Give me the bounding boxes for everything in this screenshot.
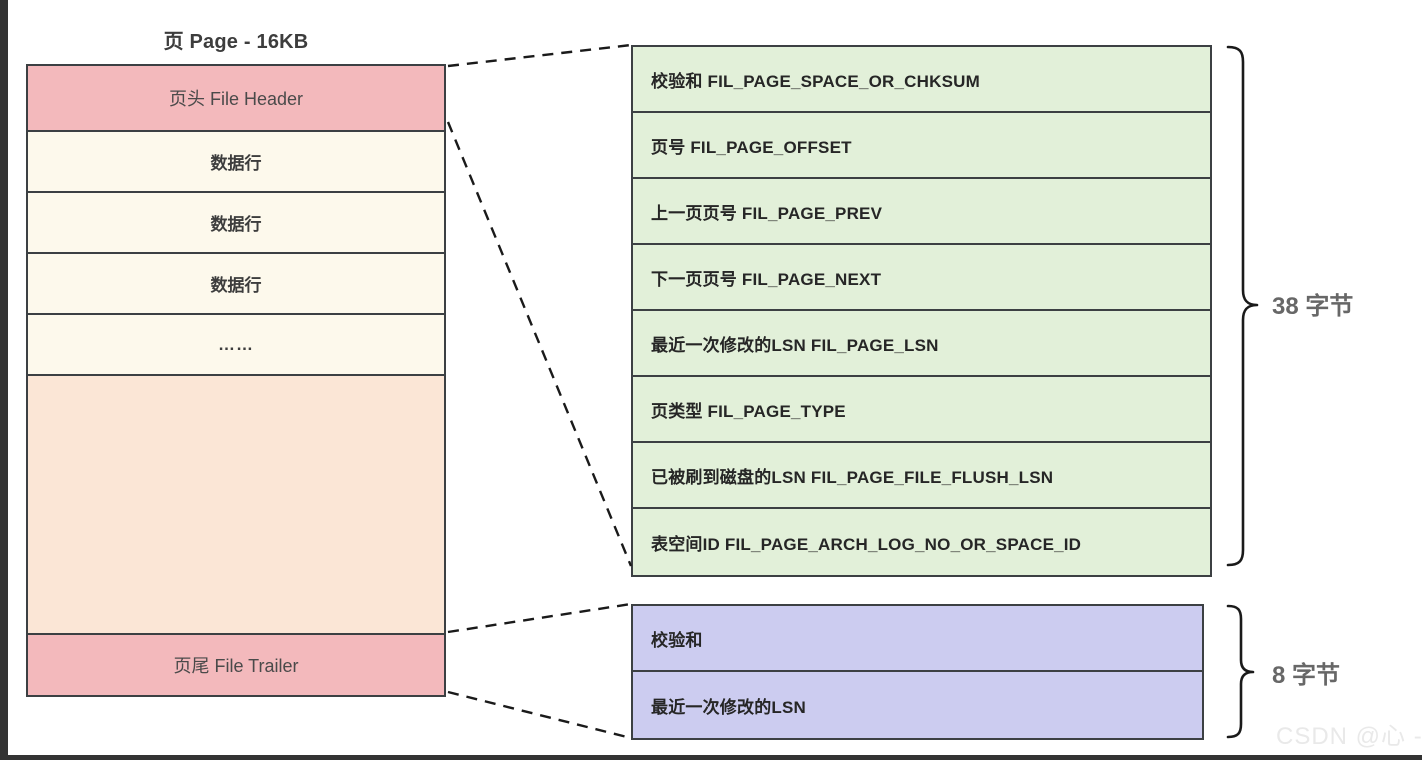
field-fil-page-prev[interactable]: 上一页页号 FIL_PAGE_PREV [633,179,1210,245]
brace-8-bytes [1226,604,1255,739]
page-title: 页 Page - 16KB [163,31,309,53]
page-cell-data-row-2[interactable]: 数据行 [28,193,444,254]
file-header-field-list: 校验和 FIL_PAGE_SPACE_OR_CHKSUM 页号 FIL_PAGE… [631,45,1212,577]
page-cell-label: 数据行 [210,154,262,173]
field-label: 表空间ID FIL_PAGE_ARCH_LOG_NO_OR_SPACE_ID [651,534,1082,554]
field-label: 页类型 FIL_PAGE_TYPE [651,401,846,421]
size-label-file-header: 38 字节 [1272,293,1354,320]
page-structure-stack: 页头 File Header 数据行 数据行 数据行 …… 页尾 File Tr… [26,64,446,697]
field-fil-page-next[interactable]: 下一页页号 FIL_PAGE_NEXT [633,245,1210,311]
page-cell-label: 页头 File Header [168,89,304,109]
csdn-watermark: CSDN @心 - [1276,723,1422,750]
field-label: 最近一次修改的LSN FIL_PAGE_LSN [651,335,939,355]
page-cell-file-header[interactable]: 页头 File Header [28,66,444,132]
page-cell-data-row-1[interactable]: 数据行 [28,132,444,193]
frame-edge-left [0,0,8,760]
page-cell-free-space[interactable] [28,376,444,635]
file-trailer-field-list: 校验和 最近一次修改的LSN [631,604,1204,740]
frame-edge-bottom [0,755,1422,760]
leader-line-trailer-top [447,602,632,634]
page-cell-label: 数据行 [210,276,262,295]
field-label: 上一页页号 FIL_PAGE_PREV [651,203,883,223]
page-cell-data-row-ellipsis[interactable]: …… [28,315,444,376]
field-trailer-checksum[interactable]: 校验和 [633,606,1202,672]
field-label: 页号 FIL_PAGE_OFFSET [651,137,852,157]
field-fil-page-file-flush-lsn[interactable]: 已被刷到磁盘的LSN FIL_PAGE_FILE_FLUSH_LSN [633,443,1210,509]
page-cell-label: 数据行 [210,215,262,234]
size-label-file-trailer: 8 字节 [1272,662,1341,689]
leader-line-trailer-bottom [447,690,632,740]
leader-line-header-top [447,43,632,68]
field-label: 最近一次修改的LSN [651,697,806,717]
page-cell-data-row-3[interactable]: 数据行 [28,254,444,315]
field-fil-page-space-or-chksum[interactable]: 校验和 FIL_PAGE_SPACE_OR_CHKSUM [633,47,1210,113]
brace-38-bytes [1226,45,1259,567]
page-cell-label: 页尾 File Trailer [173,656,299,676]
field-fil-page-offset[interactable]: 页号 FIL_PAGE_OFFSET [633,113,1210,179]
leader-line-header-bottom [446,121,633,567]
field-fil-page-lsn[interactable]: 最近一次修改的LSN FIL_PAGE_LSN [633,311,1210,377]
field-label: 校验和 [651,630,703,650]
page-cell-label: …… [218,334,254,354]
field-label: 下一页页号 FIL_PAGE_NEXT [651,269,882,289]
field-trailer-last-modified-lsn[interactable]: 最近一次修改的LSN [633,672,1202,738]
field-label: 校验和 FIL_PAGE_SPACE_OR_CHKSUM [651,71,980,91]
field-fil-page-arch-log-no-or-space-id[interactable]: 表空间ID FIL_PAGE_ARCH_LOG_NO_OR_SPACE_ID [633,509,1210,575]
field-fil-page-type[interactable]: 页类型 FIL_PAGE_TYPE [633,377,1210,443]
page-cell-file-trailer[interactable]: 页尾 File Trailer [28,635,444,695]
field-label: 已被刷到磁盘的LSN FIL_PAGE_FILE_FLUSH_LSN [651,467,1054,487]
